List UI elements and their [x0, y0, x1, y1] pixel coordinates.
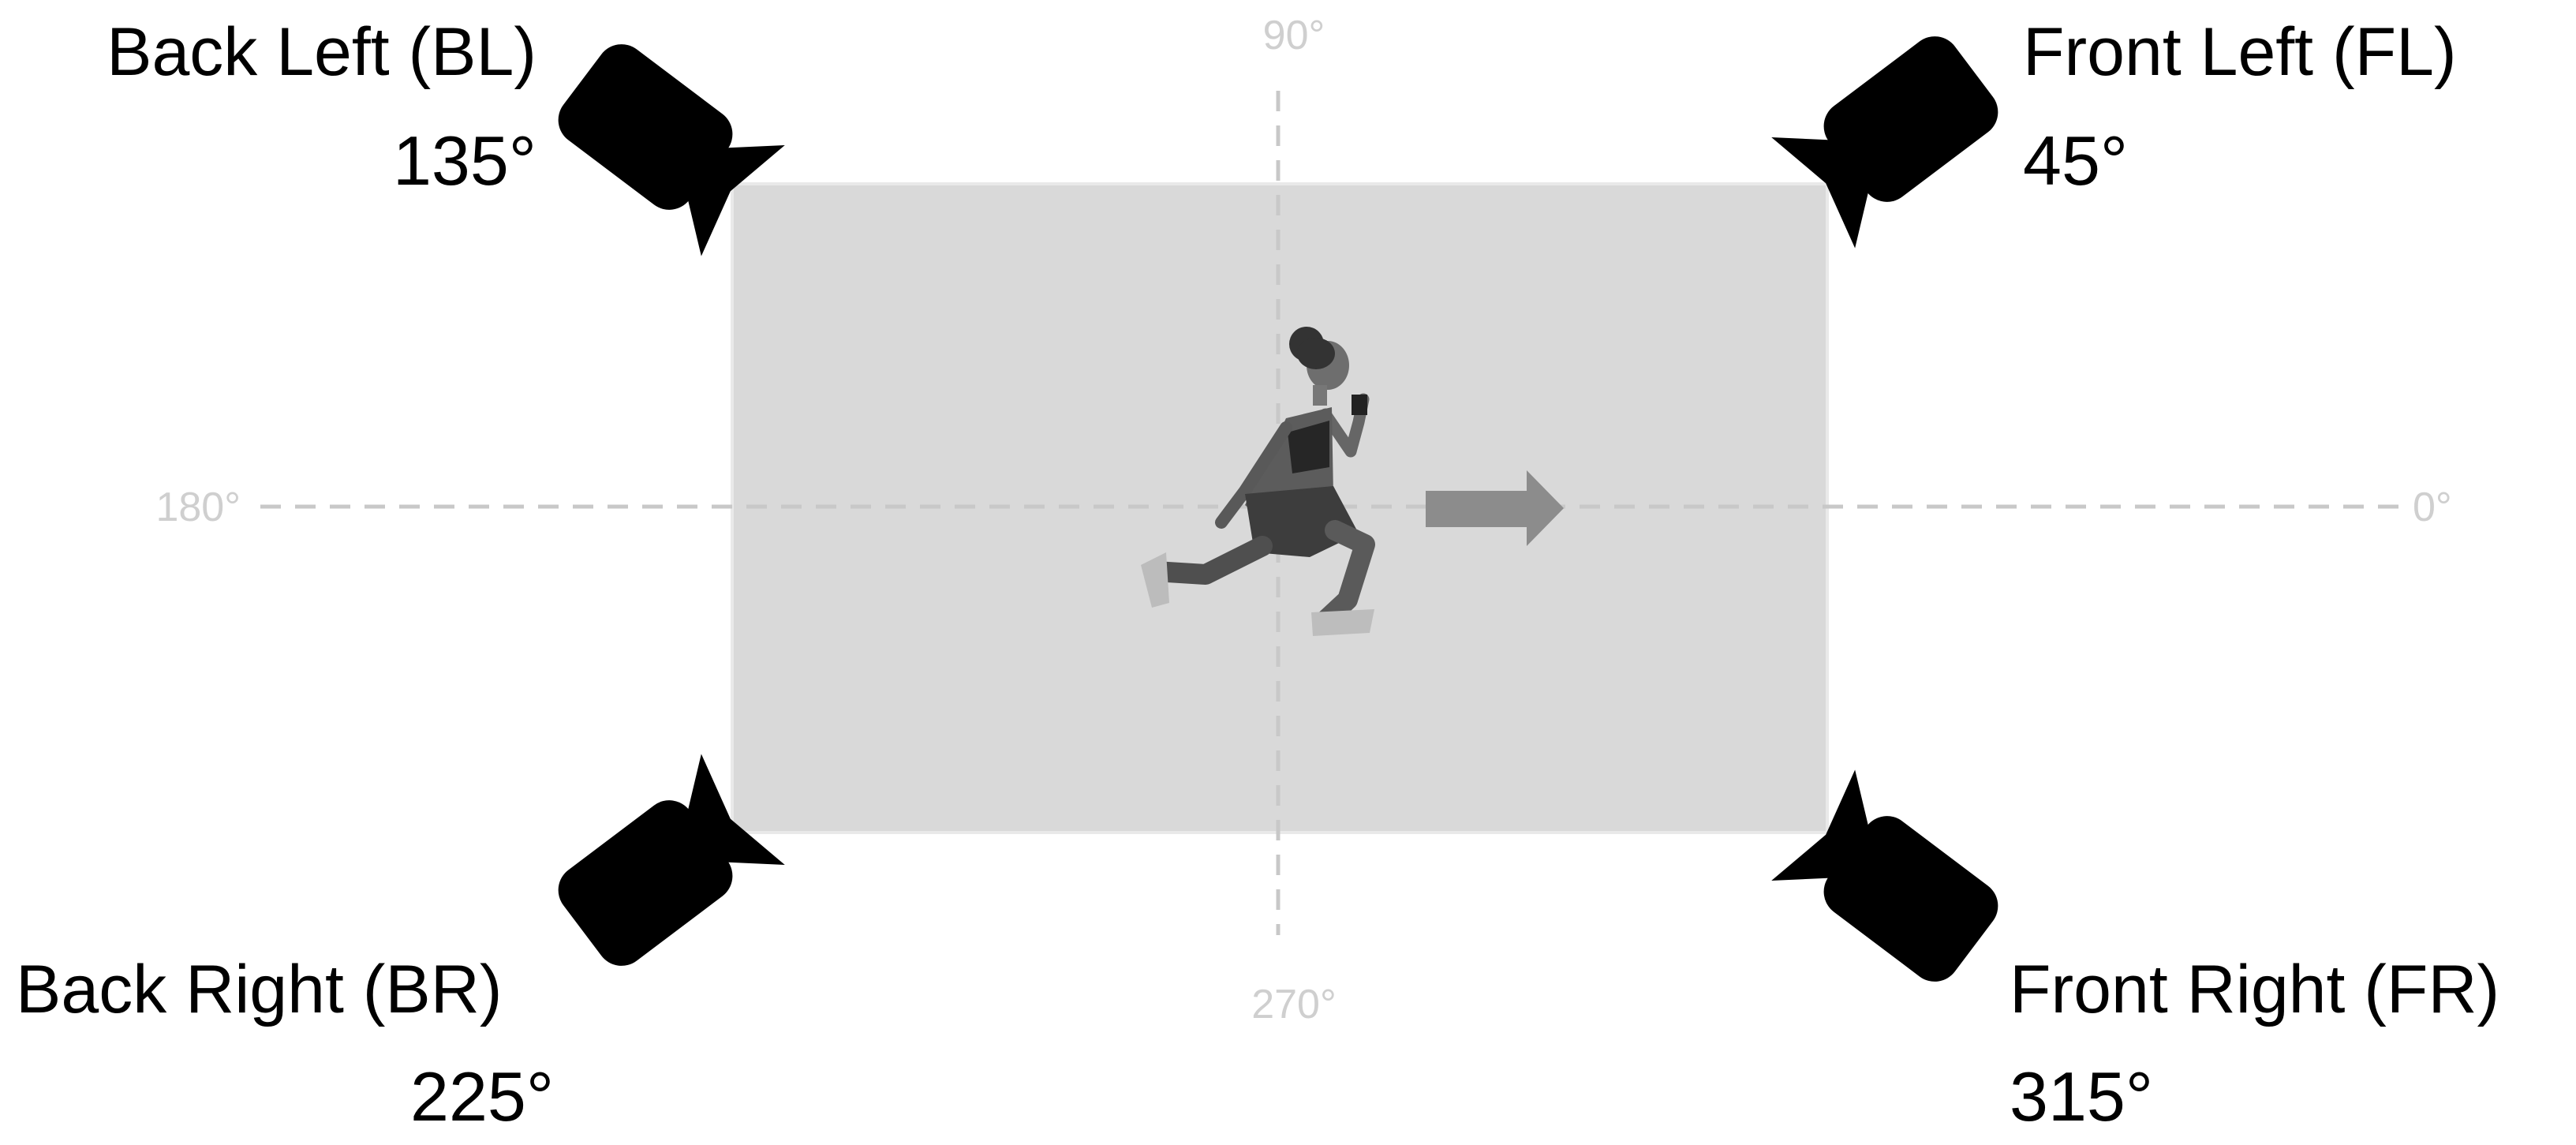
camera-label-fr: Front Right (FR) — [2010, 952, 2499, 1027]
direction-arrow-right-icon — [1426, 470, 1564, 546]
runner-figure-icon — [1141, 327, 1375, 636]
camera-back-left: Back Left (BL) 135° — [107, 14, 785, 256]
axis-label-180: 180° — [155, 485, 241, 530]
camera-label-fl: Front Left (FL) — [2023, 14, 2457, 90]
axis-label-270: 270° — [1251, 982, 1337, 1027]
camera-angle-bl: 135° — [393, 122, 537, 200]
camera-angle-fr: 315° — [2010, 1057, 2153, 1136]
camera-angle-br: 225° — [410, 1057, 554, 1136]
camera-label-bl: Back Left (BL) — [107, 14, 537, 90]
axis-label-90: 90° — [1263, 13, 1325, 58]
camera-front-left: Front Left (FL) 45° — [1771, 14, 2457, 249]
axis-label-0: 0° — [2413, 485, 2452, 530]
camera-front-right: Front Right (FR) 315° — [1771, 769, 2499, 1136]
camera-label-br: Back Right (BR) — [16, 952, 503, 1027]
camera-back-right: Back Right (BR) 225° — [16, 754, 785, 1136]
camera-angle-fl: 45° — [2023, 122, 2128, 200]
